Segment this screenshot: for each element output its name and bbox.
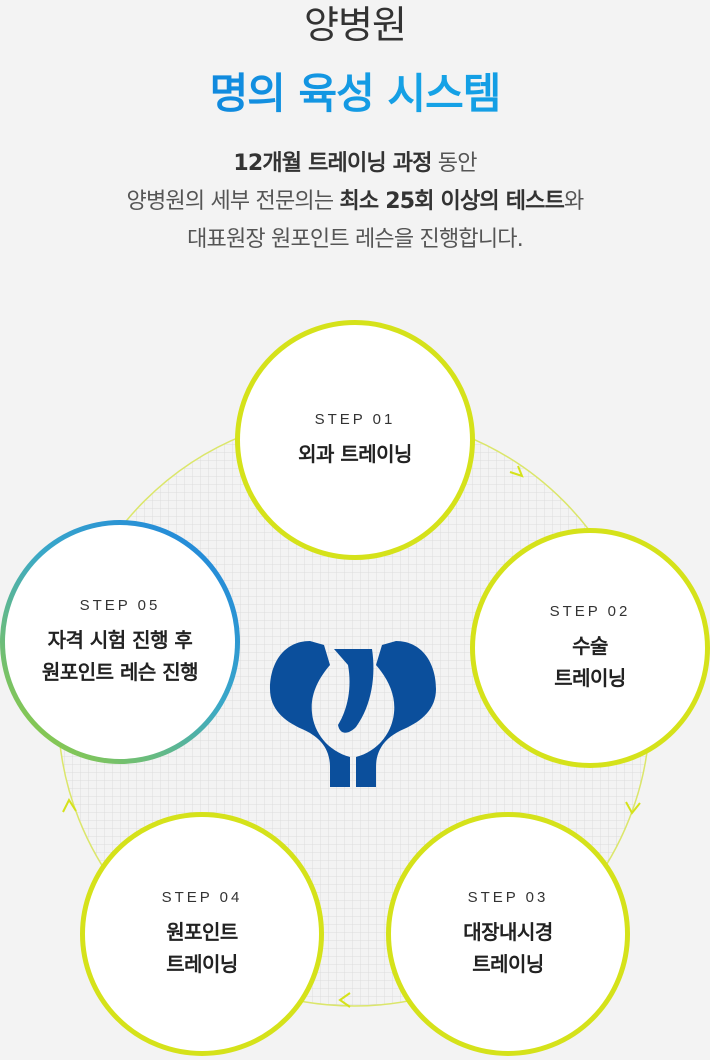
step-node-1: STEP 01 외과 트레이닝 [235, 320, 475, 560]
arrow-icon [338, 992, 351, 1008]
arrow-icon [625, 801, 641, 815]
arrow-icon [62, 797, 77, 813]
description-line-3: 대표원장 원포인트 레슨을 진행합니다. [187, 227, 524, 252]
arrow-icon [509, 465, 524, 478]
description-text-2b: 와 [564, 189, 584, 214]
description-line-2: 양병원의 세부 전문의는 최소 25회 이상의 테스트와 [0, 183, 710, 221]
step-title: 대장내시경 트레이닝 [463, 919, 553, 976]
description-bold-1: 12개월 트레이닝 과정 [233, 151, 432, 176]
step-node-4: STEP 04 원포인트 트레이닝 [80, 812, 324, 1056]
step-title: 수술 트레이닝 [554, 633, 626, 690]
description-bold-2: 최소 25회 이상의 테스트 [339, 189, 565, 214]
page-title: 명의 육성 시스템 [0, 60, 710, 121]
description-text-2a: 양병원의 세부 전문의는 [126, 189, 340, 214]
step-node-5: STEP 05 자격 시험 진행 후 원포인트 레슨 진행 [0, 520, 240, 764]
step-number: STEP 01 [314, 410, 396, 428]
step-number: STEP 04 [161, 888, 243, 906]
training-cycle-diagram: STEP 01 외과 트레이닝 STEP 02 수술 트레이닝 STEP 03 … [0, 300, 710, 1060]
brand-name: 양병원 [304, 3, 407, 47]
step-number: STEP 03 [467, 888, 549, 906]
step-title: 자격 시험 진행 후 원포인트 레슨 진행 [41, 627, 199, 684]
hospital-logo-icon [270, 641, 436, 787]
description-text-1: 동안 [431, 151, 478, 176]
description-line-1: 12개월 트레이닝 과정 동안 [0, 145, 710, 183]
description: 12개월 트레이닝 과정 동안 양병원의 세부 전문의는 최소 25회 이상의 … [0, 145, 710, 259]
step-title: 외과 트레이닝 [298, 441, 412, 466]
step-number: STEP 02 [549, 602, 631, 620]
step-node-3: STEP 03 대장내시경 트레이닝 [386, 812, 630, 1056]
step-node-2: STEP 02 수술 트레이닝 [470, 528, 710, 768]
step-number: STEP 05 [79, 596, 161, 614]
step-title: 원포인트 트레이닝 [166, 919, 238, 976]
